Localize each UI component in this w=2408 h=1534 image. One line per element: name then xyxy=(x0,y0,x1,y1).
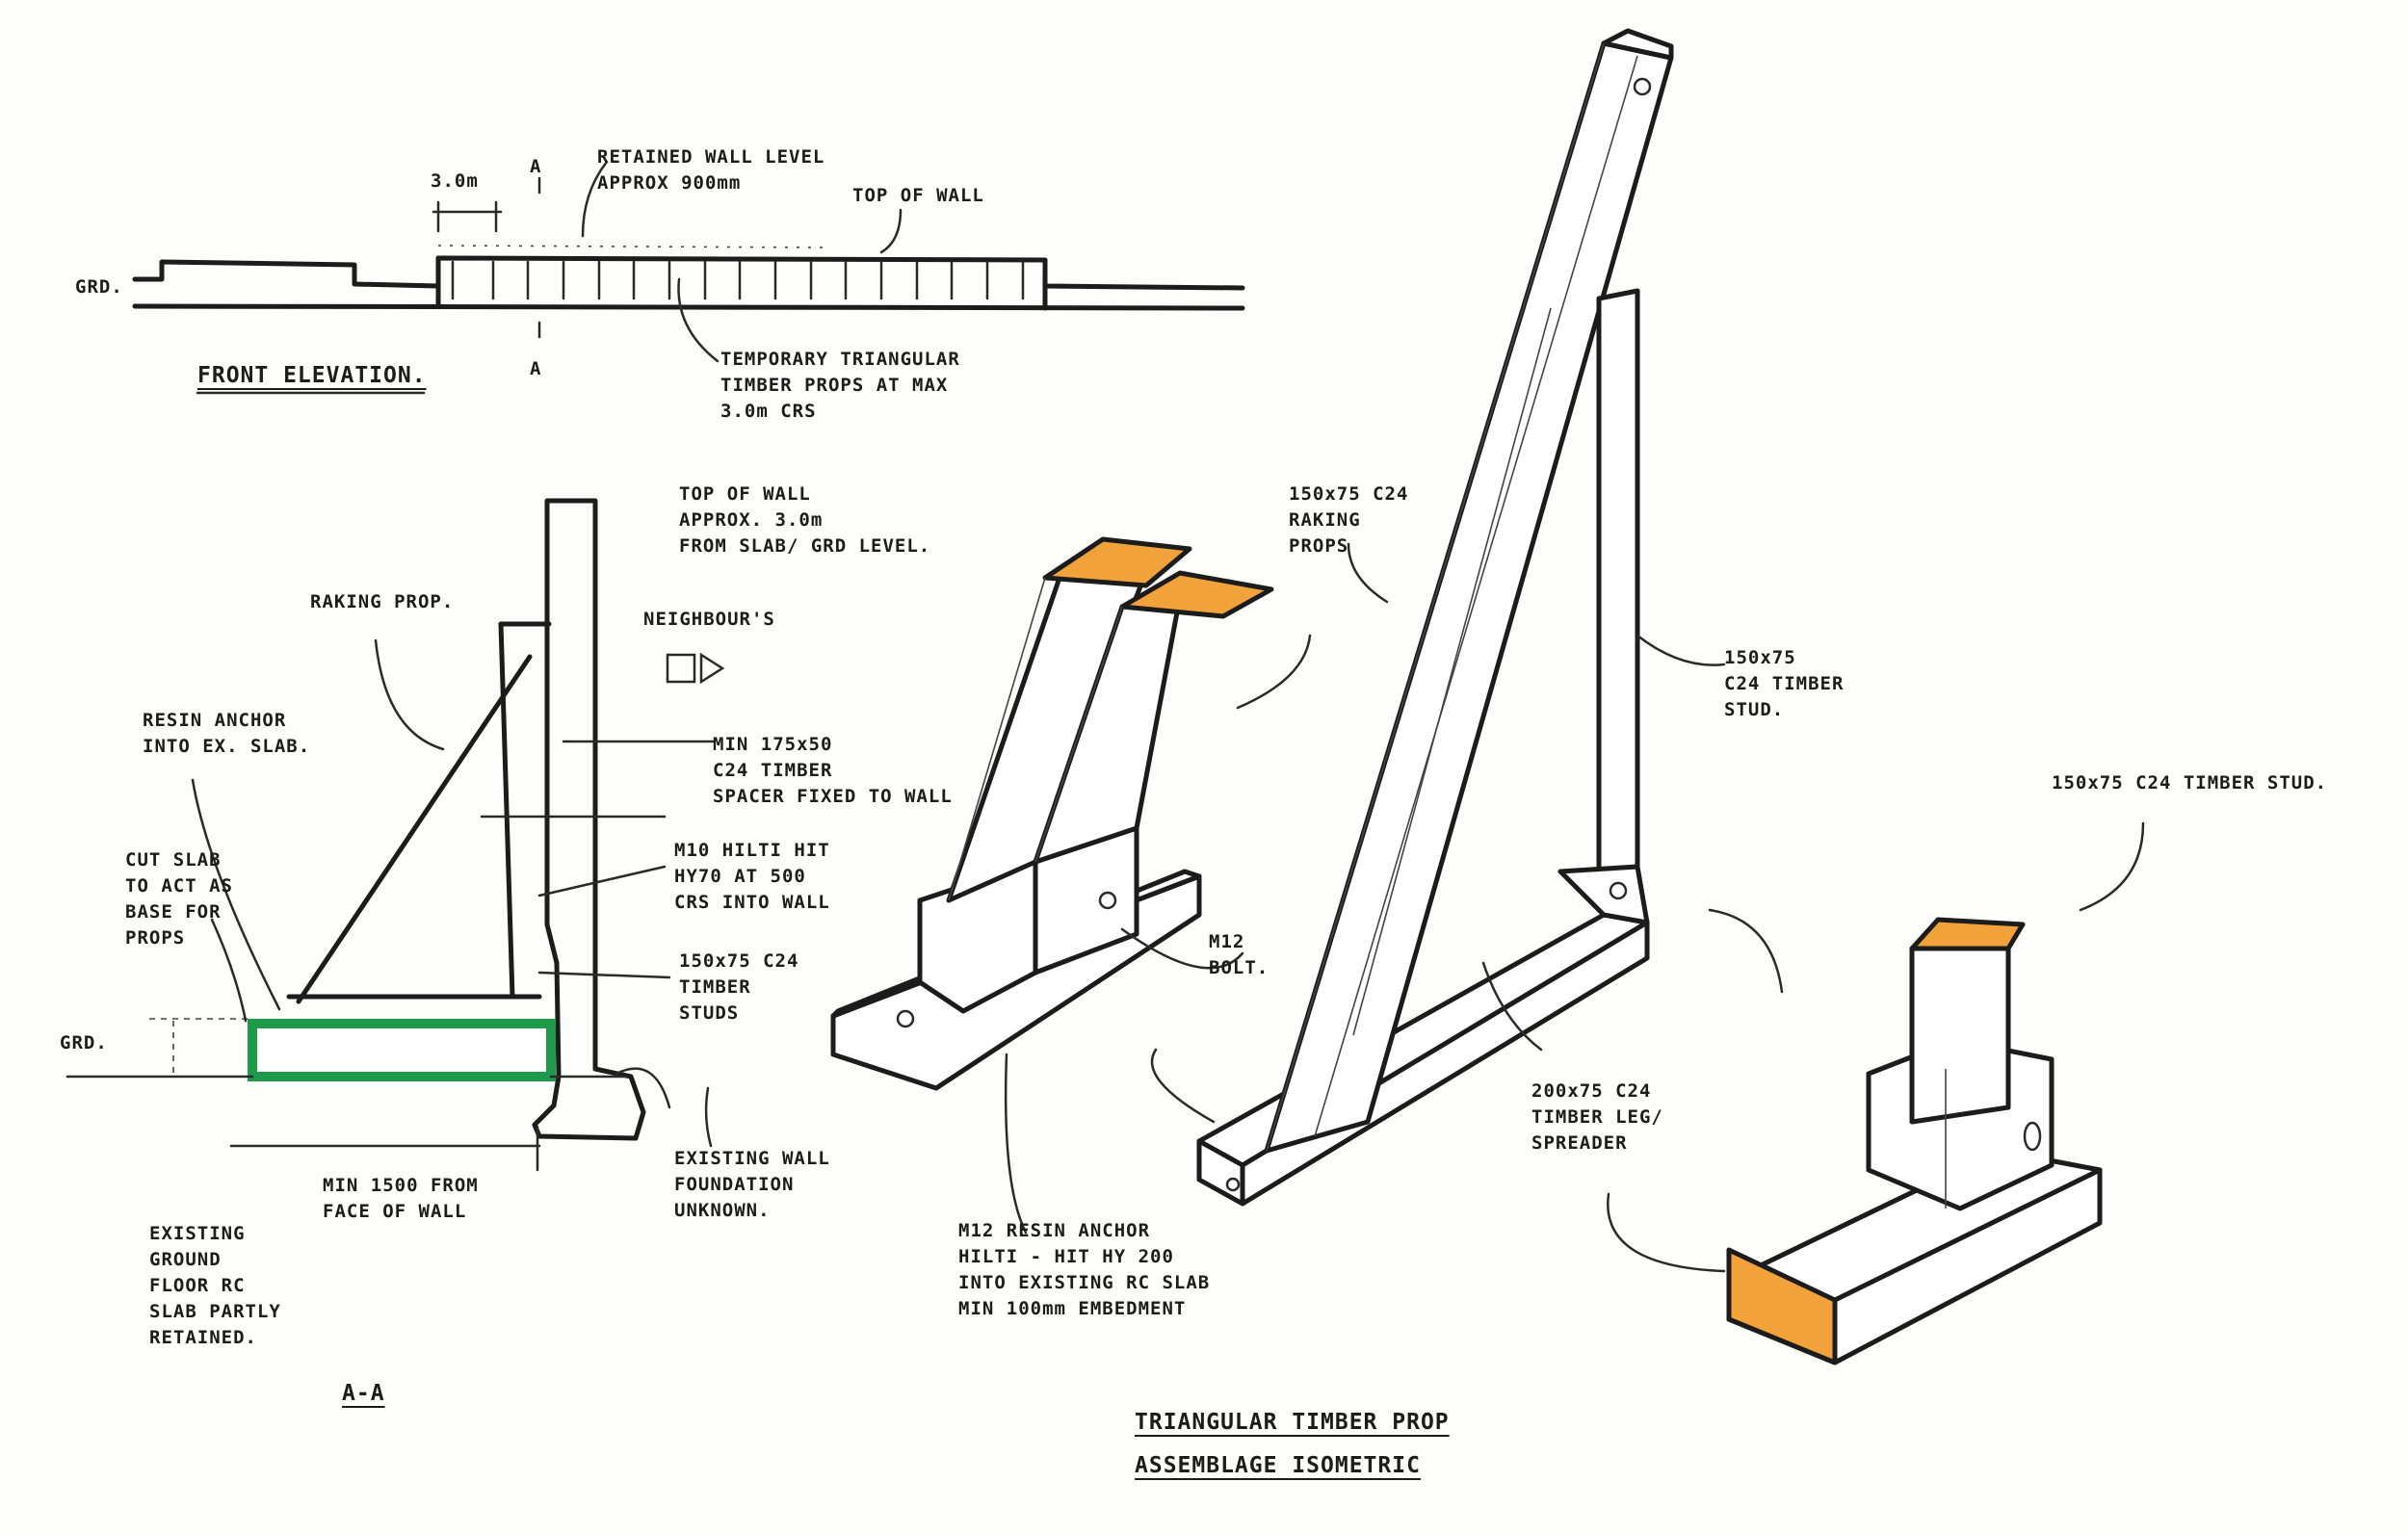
front-elevation-title: FRONT ELEVATION. xyxy=(197,363,427,388)
retained-level-note: RETAINED WALL LEVEL APPROX 900mm xyxy=(597,146,825,194)
cut-slab-note: CUT SLAB TO ACT AS BASE FOR PROPS xyxy=(125,849,233,949)
neighbours-label: NEIGHBOUR'S xyxy=(643,609,775,630)
isometric-title-line1: TRIANGULAR TIMBER PROP xyxy=(1135,1410,1450,1435)
m12-bolt-note: M12 BOLT. xyxy=(1209,931,1269,978)
ground-elevation-label: GRD. xyxy=(75,276,123,298)
timber-studs-section-note: 150x75 C24 TIMBER STUDS xyxy=(679,950,799,1024)
cut-slab-base xyxy=(248,1019,556,1081)
hilti-anchor-note: M10 HILTI HIT HY70 AT 500 CRS INTO WALL xyxy=(674,840,830,913)
isometric-title-line2: ASSEMBLAGE ISOMETRIC xyxy=(1135,1453,1421,1478)
raking-props-iso-note: 150x75 C24 RAKING PROPS xyxy=(1289,483,1409,557)
top-dimension-label: 3.0m xyxy=(431,170,479,192)
section-aa-drawing xyxy=(65,498,725,1172)
stud-base-detail-isometric xyxy=(1726,917,2103,1365)
top-of-wall-elevation-note: TOP OF WALL xyxy=(852,185,984,206)
temporary-props-note: TEMPORARY TRIANGULAR TIMBER PROPS AT MAX… xyxy=(720,349,960,422)
triangular-prop-isometric xyxy=(1150,28,2145,1273)
raking-props-isometric xyxy=(830,536,1312,1235)
existing-slab-note: EXISTING GROUND FLOOR RC SLAB PARTLY RET… xyxy=(149,1223,281,1348)
resin-anchor-iso-note: M12 RESIN ANCHOR HILTI - HIT HY 200 INTO… xyxy=(958,1220,1211,1319)
top-of-wall-section-note: TOP OF WALL APPROX. 3.0m FROM SLAB/ GRD … xyxy=(679,483,931,557)
existing-wall-note: EXISTING WALL FOUNDATION UNKNOWN. xyxy=(674,1148,830,1221)
raking-prop-note: RAKING PROP. xyxy=(310,591,455,612)
resin-anchor-note: RESIN ANCHOR INTO EX. SLAB. xyxy=(143,710,311,757)
min-distance-note: MIN 1500 FROM FACE OF WALL xyxy=(323,1175,479,1222)
timber-stud-iso-note: 150x75 C24 TIMBER STUD. xyxy=(1724,647,1845,720)
timber-stud-detail-note: 150x75 C24 TIMBER STUD. xyxy=(2052,772,2328,793)
leg-spreader-note: 200x75 C24 TIMBER LEG/ SPREADER xyxy=(1531,1080,1663,1154)
section-aa-title: A-A xyxy=(342,1381,385,1406)
ground-section-label: GRD. xyxy=(60,1032,108,1053)
section-marker-bottom: A xyxy=(530,358,542,379)
section-marker-top: A xyxy=(530,156,542,177)
front-elevation-drawing xyxy=(132,160,1245,395)
timber-spacer-note: MIN 175x50 C24 TIMBER SPACER FIXED TO WA… xyxy=(713,734,953,807)
